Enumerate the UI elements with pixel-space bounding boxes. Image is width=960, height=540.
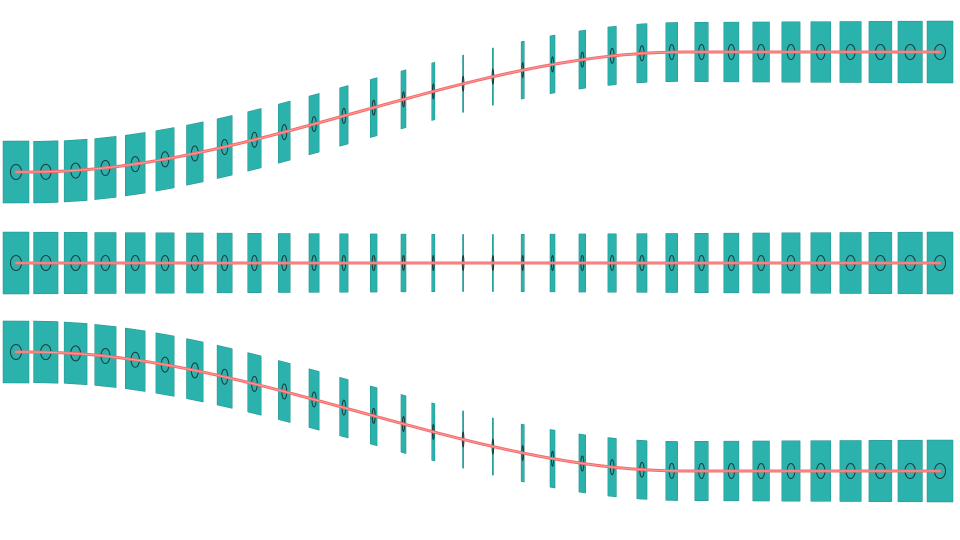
laser-beam-top: [14, 50, 942, 174]
plate-row-top: [2, 20, 954, 204]
laser-beam-core-top: [15, 51, 941, 173]
laser-beam-bottom: [14, 350, 942, 473]
laser-beam-core-bottom: [15, 351, 941, 472]
plate-row-middle: [2, 231, 954, 295]
plate-row-bottom: [2, 320, 954, 503]
